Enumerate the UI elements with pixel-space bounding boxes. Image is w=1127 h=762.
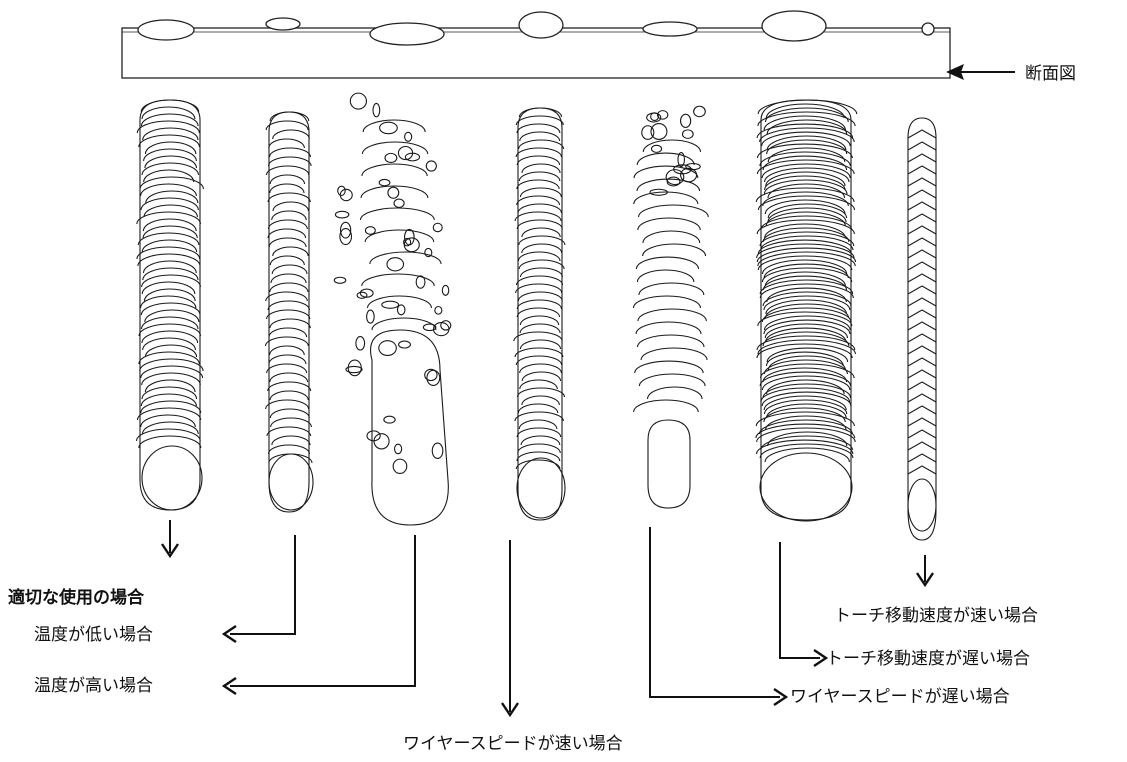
section-bead-7 [922, 23, 934, 35]
section-bead-1 [138, 20, 194, 40]
wire-speed-slow-label: ワイヤースピードが遅い場合 [790, 689, 1010, 706]
bead-sketches [137, 93, 936, 540]
bead-wire-slow [633, 106, 708, 508]
bead-wire-fast [514, 108, 565, 520]
section-bead-4 [519, 12, 563, 38]
cross-section-figure [122, 11, 950, 78]
bead-torch-slow [756, 100, 857, 521]
torch-fast-label: トーチ移動速度が速い場合 [834, 608, 1038, 625]
arrow-torch-slow [780, 542, 820, 658]
bead-torch-fast [908, 118, 936, 540]
section-bead-2 [266, 18, 300, 30]
temp-low-label: 温度が低い場合 [34, 627, 153, 644]
proper-use-label: 適切な使用の場合 [8, 590, 144, 607]
connector-lines [162, 520, 933, 715]
wire-speed-fast-label: ワイヤースピードが速い場合 [403, 736, 623, 753]
cross-section-arrow [946, 64, 1015, 80]
section-bead-6 [762, 11, 826, 41]
section-bead-5 [643, 22, 697, 36]
bead-proper-use [137, 100, 204, 510]
arrow-wire-slow [650, 527, 780, 697]
torch-slow-label: トーチ移動速度が遅い場合 [826, 651, 1030, 668]
temp-high-label: 温度が高い場合 [34, 678, 153, 695]
cross-section-label: 断面図 [1025, 66, 1076, 83]
bead-temp-low [265, 112, 313, 512]
section-bead-3 [370, 23, 444, 45]
bead-temp-high [334, 93, 451, 525]
arrow-temp-high [230, 535, 415, 686]
arrow-temp-low [230, 535, 295, 634]
